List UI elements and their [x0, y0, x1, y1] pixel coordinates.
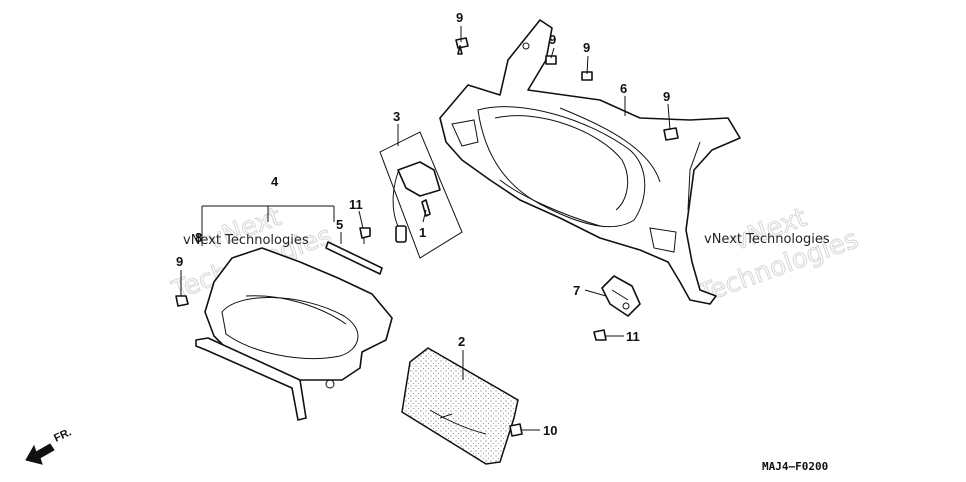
bolt-9d	[663, 127, 679, 141]
part-7-clip	[601, 275, 641, 317]
part-5-strip	[325, 241, 383, 275]
callout-6: 6	[620, 81, 627, 96]
callout-1: 1	[419, 225, 426, 240]
watermark-left-plain: vNext Technologies	[183, 233, 309, 248]
callout-11-a: 11	[349, 197, 363, 212]
watermark-right-plain: vNext Technologies	[704, 232, 830, 247]
callout-3: 3	[393, 109, 400, 124]
callout-9-e: 9	[176, 254, 183, 269]
drawing-code: MAJ4—F0200	[762, 460, 828, 473]
bolt-9a	[455, 37, 469, 55]
callout-2: 2	[458, 334, 465, 349]
nut-10	[509, 423, 523, 437]
bolt-9b	[545, 55, 557, 65]
callout-9-d: 9	[663, 89, 670, 104]
screw-11a	[359, 227, 371, 244]
part-4-lower-cover	[204, 247, 393, 389]
callout-4: 4	[271, 174, 279, 189]
front-direction-label: FR.	[52, 426, 73, 444]
callout-5: 5	[336, 217, 343, 232]
callout-9-b: 9	[549, 32, 556, 47]
bolt-9c	[581, 71, 593, 81]
part-3-assembly	[379, 131, 463, 259]
bolt-9e	[175, 295, 189, 307]
part-6-upper-cover	[439, 19, 741, 305]
callout-7: 7	[573, 283, 580, 298]
part-8-seal-strip	[195, 337, 307, 421]
watermark-right: vNext Technologies	[694, 202, 863, 310]
callout-9-a: 9	[456, 10, 463, 25]
part-4-bracket	[201, 205, 335, 246]
callout-9-c: 9	[583, 40, 590, 55]
callout-11-b: 11	[626, 329, 640, 344]
front-direction-arrow: FR.	[25, 426, 73, 465]
callout-10: 10	[543, 423, 557, 438]
screw-11b	[593, 329, 607, 341]
part-2-panel	[401, 347, 519, 465]
leader-lines	[180, 26, 671, 431]
callout-8: 8	[195, 230, 202, 245]
